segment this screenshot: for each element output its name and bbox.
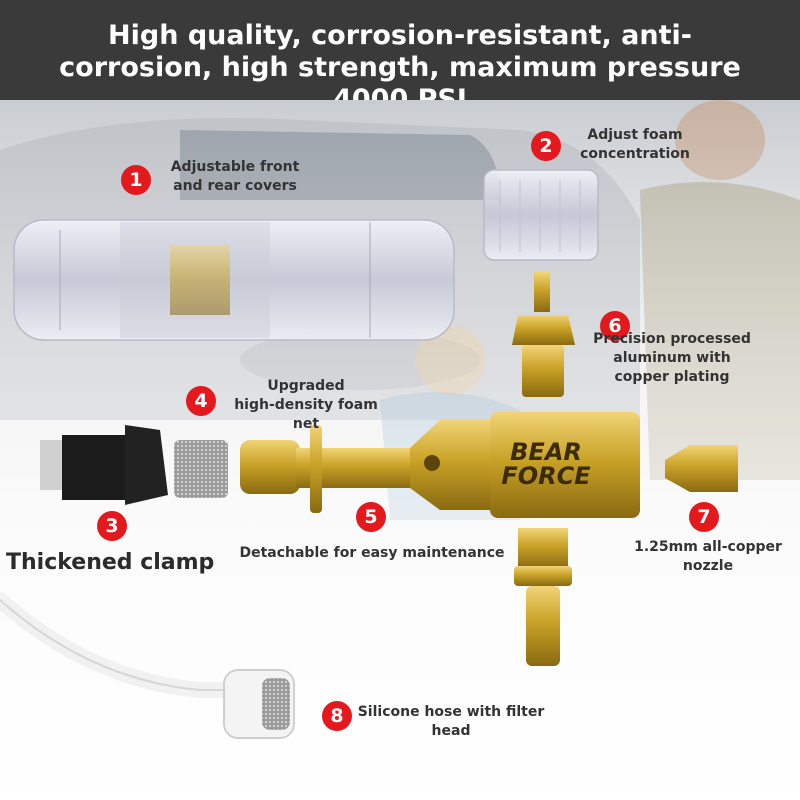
callout-label-1: Adjustable front and rear covers [170, 159, 300, 194]
callout-badge-8: 8 [322, 701, 352, 731]
silicone-hose [0, 592, 238, 698]
brand-logo: BEAR FORCE [496, 440, 596, 488]
callout-badge-7: 7 [689, 502, 719, 532]
callout-badge-3: 3 [97, 511, 127, 541]
callout-badge-5: 5 [356, 502, 386, 532]
callout-label-5: Detachable for easy maintenance [239, 545, 505, 561]
top-brass-fitting [512, 272, 575, 397]
black-clamp [40, 425, 168, 505]
callout-label-7: 1.25mm all-copper nozzle [634, 539, 782, 574]
callout-label-8: Silicone hose with filter head [357, 704, 545, 739]
top-banner: High quality, corrosion-resistant, anti-… [0, 0, 800, 115]
foam-adjust-cap [483, 169, 599, 261]
callout-label-6: Precision processed aluminum with copper… [593, 331, 751, 385]
brand-line-1: BEAR [510, 438, 582, 466]
callout-label-2: Adjust foam concentration [580, 127, 690, 162]
brass-body [240, 412, 640, 518]
callout-badge-6: 6 [600, 311, 630, 341]
bottom-brass-fitting [514, 528, 572, 666]
brand-line-2: FORCE [501, 462, 591, 490]
banner-headline: High quality, corrosion-resistant, anti-… [59, 20, 741, 115]
callout-badge-2: 2 [531, 131, 561, 161]
callout-label-4: Upgraded high-density foam net [234, 378, 378, 432]
callout-label-3: Thickened clamp [6, 550, 215, 575]
foam-net [174, 440, 228, 498]
brass-nozzle [665, 445, 738, 492]
transparent-cover [13, 219, 455, 341]
callout-badge-1: 1 [121, 165, 151, 195]
callout-badge-4: 4 [186, 386, 216, 416]
